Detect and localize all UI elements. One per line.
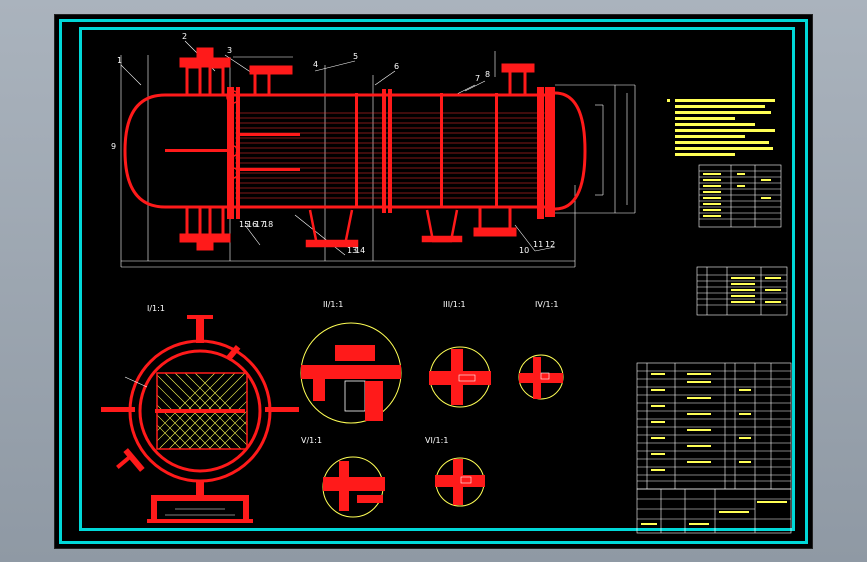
dimension-lines bbox=[120, 40, 636, 268]
section-label-vi: VI/1:1 bbox=[425, 436, 448, 445]
inner-border-frame bbox=[79, 27, 795, 531]
part-number: 12 bbox=[545, 240, 555, 249]
part-number: 14 bbox=[355, 246, 365, 255]
part-number: 8 bbox=[485, 70, 490, 79]
section-label-iv: IV/1:1 bbox=[535, 300, 558, 309]
part-number: 4 bbox=[313, 60, 318, 69]
detail-views: II/1:1 III/1:1 IV/1:1 bbox=[300, 300, 564, 518]
title-block bbox=[636, 488, 792, 534]
section-i-nozzles bbox=[101, 315, 299, 523]
part-number: 2 bbox=[182, 32, 187, 41]
detail-iii bbox=[429, 346, 491, 408]
part-number: 18 bbox=[263, 220, 273, 229]
design-parameters-table bbox=[698, 164, 782, 228]
part-number: 3 bbox=[227, 46, 232, 55]
part-number: 9 bbox=[111, 142, 116, 151]
section-view-i: I/1:1 bbox=[101, 304, 299, 523]
section-label-iii: III/1:1 bbox=[443, 300, 466, 309]
cad-drawing: 1 2 3 4 5 6 7 8 9 10 11 12 13 14 15 16 1… bbox=[101, 32, 792, 534]
note-lines bbox=[667, 99, 775, 156]
shell-outline bbox=[123, 91, 587, 211]
outer-border-frame bbox=[59, 19, 808, 544]
detail-vi bbox=[435, 457, 485, 507]
part-number: 15 bbox=[239, 220, 249, 229]
nozzles bbox=[179, 47, 535, 251]
part-number: 1 bbox=[117, 56, 122, 65]
table-cell-fills bbox=[703, 173, 781, 303]
technical-notes bbox=[667, 99, 788, 316]
tube-pattern bbox=[156, 372, 248, 450]
part-number-labels: 1 2 3 4 5 6 7 8 9 10 11 12 13 14 15 16 1… bbox=[111, 32, 555, 255]
heat-exchanger-front-view: 1 2 3 4 5 6 7 8 9 10 11 12 13 14 15 16 1… bbox=[111, 32, 636, 268]
detail-iv bbox=[518, 354, 564, 400]
detail-ii bbox=[300, 322, 402, 424]
part-number: 6 bbox=[394, 62, 399, 71]
part-number: 13 bbox=[347, 246, 357, 255]
part-number: 16 bbox=[247, 220, 257, 229]
section-i-dimensions bbox=[124, 376, 235, 516]
section-label-i: I/1:1 bbox=[147, 304, 165, 313]
parts-list-cell-fills bbox=[641, 373, 787, 525]
parts-list-table bbox=[636, 362, 792, 490]
part-number: 10 bbox=[519, 246, 529, 255]
parts-list-and-title-block bbox=[636, 362, 792, 534]
part-number: 17 bbox=[255, 220, 265, 229]
section-label-v: V/1:1 bbox=[301, 436, 322, 445]
drawing-sheet: 1 2 3 4 5 6 7 8 9 10 11 12 13 14 15 16 1… bbox=[54, 14, 813, 549]
part-number: 7 bbox=[475, 74, 480, 83]
detail-v bbox=[322, 456, 385, 518]
part-number: 11 bbox=[533, 240, 543, 249]
tubesheet-holes bbox=[226, 90, 240, 179]
section-label-ii: II/1:1 bbox=[323, 300, 343, 309]
nozzle-table bbox=[696, 266, 788, 316]
part-number: 5 bbox=[353, 52, 358, 61]
saddle-supports bbox=[305, 209, 463, 248]
